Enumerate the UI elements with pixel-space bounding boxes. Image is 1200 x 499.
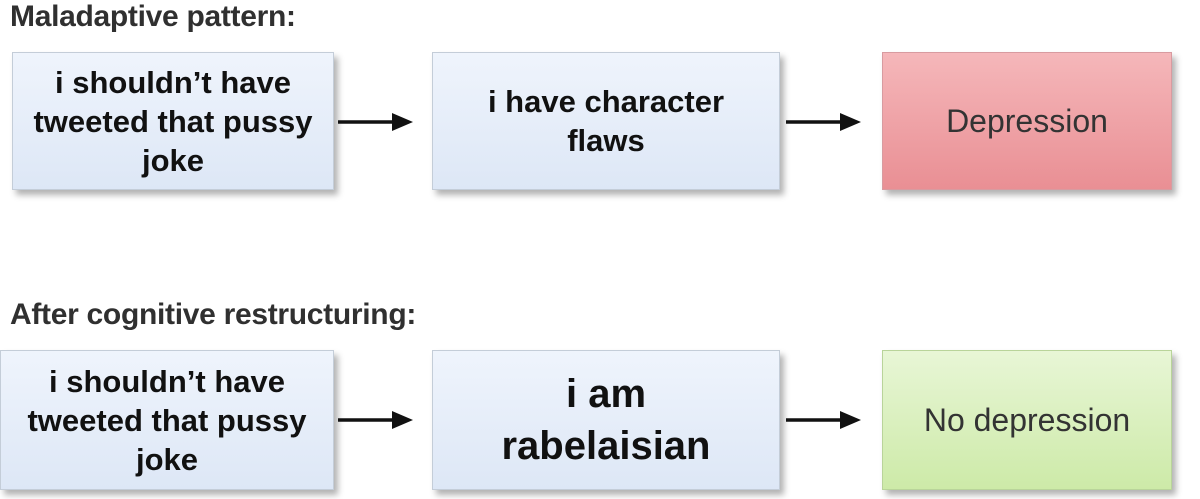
belief-box-maladaptive: i have character flaws xyxy=(432,52,780,190)
outcome-text: No depression xyxy=(923,401,1131,438)
trigger-box-restructured: i shouldn’t have tweeted that pussy joke xyxy=(0,350,334,490)
belief-text: i have character flaws xyxy=(487,84,725,158)
outcome-box-no-depression: No depression xyxy=(882,350,1172,490)
trigger-text: i shouldn’t have tweeted that pussy joke xyxy=(27,363,307,477)
outcome-text: Depression xyxy=(946,102,1108,139)
heading-maladaptive-pattern: Maladaptive pattern: xyxy=(10,0,296,33)
trigger-box-maladaptive: i shouldn’t have tweeted that pussy joke xyxy=(12,52,334,190)
arrow-right-icon xyxy=(338,411,413,429)
belief-text: i am rabelaisian xyxy=(501,372,711,468)
heading-after-cognitive-restructuring: After cognitive restructuring: xyxy=(10,298,417,331)
arrow-right-icon xyxy=(786,113,861,131)
arrow-right-icon xyxy=(786,411,861,429)
outcome-box-depression: Depression xyxy=(882,52,1172,190)
trigger-text: i shouldn’t have tweeted that pussy joke xyxy=(33,64,313,178)
arrow-right-icon xyxy=(338,113,413,131)
belief-box-restructured: i am rabelaisian xyxy=(432,350,780,490)
